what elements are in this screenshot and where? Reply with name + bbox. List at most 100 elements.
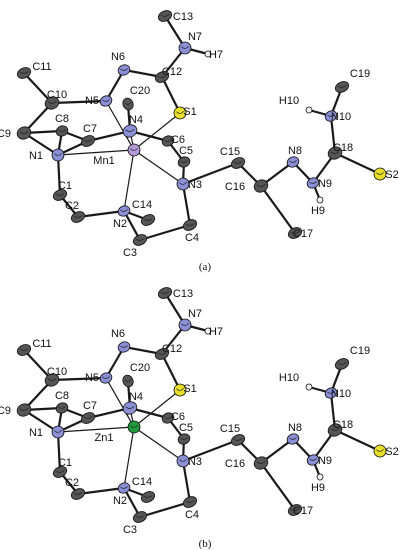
label-c11: C11 — [32, 61, 51, 73]
atom-octant-c8 — [58, 406, 66, 409]
label-h7: H7 — [209, 326, 223, 338]
atom-c13 — [157, 287, 173, 299]
label-h9: H9 — [311, 205, 325, 217]
atom-zn1 — [127, 420, 141, 434]
atom-n3 — [176, 177, 190, 191]
atom-octant-n2 — [120, 486, 128, 489]
atom-c11 — [16, 344, 32, 356]
label-zn1: Zn1 — [95, 432, 114, 444]
bond-C4-N3 — [181, 182, 192, 227]
atom-octant-c7 — [83, 139, 93, 142]
label-n4: N4 — [129, 114, 143, 126]
atom-c1 — [52, 189, 68, 201]
label-c10: C10 — [47, 366, 67, 378]
label-n8: N8 — [288, 145, 302, 157]
coordination-bond-S1 — [133, 112, 181, 151]
label-c20: C20 — [130, 362, 150, 374]
atom-octant-c11 — [19, 348, 29, 351]
label-c15: C15 — [220, 423, 240, 435]
bond-N1-C1 — [56, 430, 62, 474]
atom-octant-c4 — [185, 223, 195, 226]
label-c18: C18 — [333, 419, 353, 431]
label-c7: C7 — [83, 400, 97, 412]
atom-h7 — [204, 50, 212, 58]
atom-octant-c11 — [19, 71, 29, 74]
atom-c3 — [132, 511, 148, 523]
atom-octant-c18 — [330, 150, 340, 154]
bond-C2-N2 — [76, 486, 126, 496]
label-n2: N2 — [113, 218, 127, 230]
bond-C9-N1 — [22, 131, 60, 157]
atom-n5 — [99, 95, 113, 107]
label-h9: H9 — [311, 482, 325, 494]
atom-octant-n4 — [125, 405, 135, 409]
bond-C11-C10 — [22, 348, 54, 382]
label-c18: C18 — [333, 142, 353, 154]
atom-n2 — [117, 482, 131, 494]
bond-N3-C15 — [181, 161, 240, 186]
atom-c16 — [253, 179, 269, 193]
atom-octant-c3 — [135, 238, 145, 241]
atom-c8 — [55, 125, 69, 137]
bond-C18-S2 — [333, 151, 382, 176]
label-c9: C9 — [0, 405, 11, 417]
atom-octant-c13 — [160, 291, 170, 294]
caption-a: (a) — [199, 261, 212, 273]
coordination-bond-N3 — [133, 426, 184, 462]
atom-n1 — [51, 148, 65, 162]
atom-octant-c1 — [55, 470, 65, 473]
label-c3: C3 — [123, 247, 137, 259]
atom-c10 — [44, 373, 60, 387]
atom-octant-c10 — [47, 377, 57, 381]
atom-octant-c16 — [256, 183, 266, 187]
coordination-bond-N5 — [105, 377, 135, 428]
label-h7: H7 — [209, 49, 223, 61]
atom-c18 — [327, 146, 343, 160]
bond-C10-N5 — [50, 99, 108, 105]
atom-c3 — [132, 234, 148, 246]
atom-octant-n1 — [54, 152, 62, 156]
atom-octant-c16 — [256, 460, 266, 464]
label-c8: C8 — [55, 113, 69, 125]
bond-C12-S1 — [160, 352, 182, 392]
label-n9: N9 — [318, 455, 332, 467]
atom-c17 — [287, 227, 303, 239]
label-c6: C6 — [171, 134, 185, 146]
atom-c1 — [52, 466, 68, 478]
atom-octant-n9 — [309, 458, 317, 461]
label-n1: N1 — [29, 150, 43, 162]
atom-octant-n3 — [179, 458, 187, 462]
bond-C4-N3 — [181, 459, 192, 504]
atom-octant-c17 — [290, 508, 300, 511]
atom-n3 — [176, 454, 190, 468]
bond-C18-S2 — [333, 428, 382, 453]
label-c7: C7 — [83, 123, 97, 135]
atom-c5 — [177, 156, 191, 168]
label-c3: C3 — [123, 524, 137, 536]
bond-C2-N2 — [76, 209, 126, 219]
atom-octant-c2 — [73, 492, 83, 495]
atom-c6 — [161, 412, 175, 424]
atom-octant-n8 — [289, 160, 297, 163]
label-c11: C11 — [32, 338, 51, 350]
label-c1: C1 — [58, 180, 72, 192]
atom-c13 — [157, 10, 173, 22]
atom-c7 — [80, 135, 96, 147]
atom-n5 — [99, 372, 113, 384]
atom-octant-n7 — [181, 45, 189, 49]
atom-c12 — [154, 71, 170, 83]
atom-c7 — [80, 412, 96, 424]
atom-c20 — [122, 374, 134, 388]
label-c17: C17 — [293, 505, 313, 517]
label-c5: C5 — [179, 422, 193, 434]
atom-octant-c15 — [233, 438, 243, 441]
bond-N2-C3 — [122, 209, 142, 242]
atom-n6 — [117, 341, 131, 353]
atom-octant-c8 — [58, 129, 66, 132]
atom-octant-n4 — [125, 128, 135, 132]
atom-c9 — [16, 403, 32, 417]
atom-octant-c2 — [73, 215, 83, 218]
atom-octant-c5 — [180, 160, 188, 163]
atom-octant-c12 — [157, 352, 167, 355]
